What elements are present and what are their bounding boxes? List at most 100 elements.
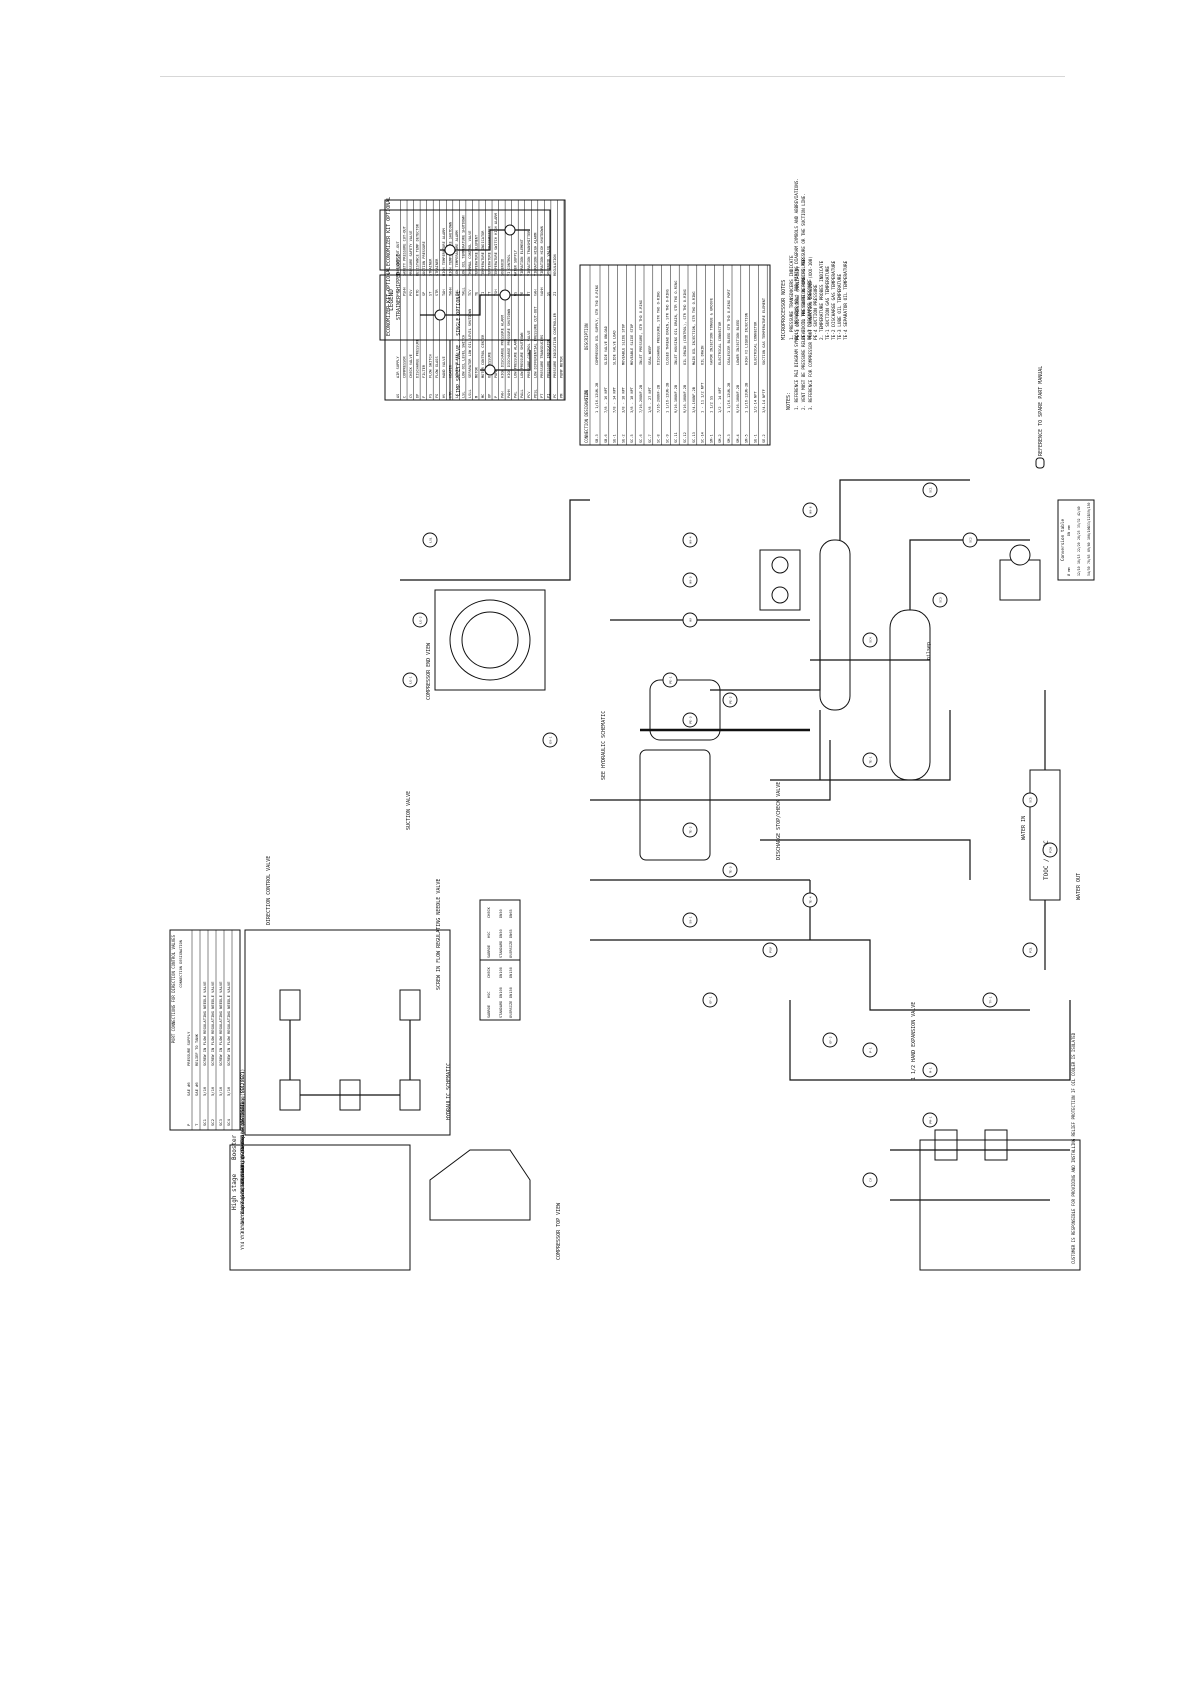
- valve-header: HSC: [487, 932, 491, 939]
- instrument-tag-label: PE-3: [689, 716, 693, 723]
- legend-desc: SUCTION PRESSURE: [422, 241, 426, 276]
- legend-code: ST: [429, 291, 433, 296]
- port-desc: SCREW IN FLOW REGULATING NEEDLE VALVE: [202, 981, 207, 1066]
- connection-id: SM-5: [745, 434, 749, 443]
- instrument-tag-label: SC4: [869, 637, 873, 643]
- connection-size: 1 1/16-12UN-2B: [727, 383, 731, 413]
- connection-size: 3/8 - 18 NPT: [630, 386, 634, 413]
- legend-code: MC: [481, 394, 485, 398]
- connection-size: 7/8 - 14 NPT: [613, 386, 617, 413]
- instrument-tag-circle: [802, 502, 818, 518]
- connection-size: 7/8 - 16 NPT: [604, 386, 608, 413]
- booster-line: YY4 : Vi decrease (SC4/SC3): [240, 1109, 246, 1184]
- legend-code: STR: [435, 289, 439, 296]
- legend-desc: PRESSURE INDICATOR: [546, 338, 550, 378]
- port-desc: RELIEF TO TANK: [194, 1033, 199, 1066]
- instrument-tag-circle: [722, 862, 738, 878]
- instrument-tag-label: OF-1: [709, 996, 713, 1003]
- legend-code: SP: [422, 292, 426, 296]
- legend-desc: VIBRATION HIGH SHUTDOWN: [540, 226, 544, 276]
- connection-size: 9/16-18UNF-2B: [736, 385, 740, 413]
- connection-desc: DISCHARGE PRESSURE, STR THD O-RING: [657, 291, 661, 365]
- instrument-tag-label: TE-3: [729, 866, 733, 873]
- conversion-cell: 89/80: [1087, 542, 1091, 552]
- port-size: SAE #6: [186, 1082, 191, 1096]
- instrument-tag-label: TE-4: [809, 896, 813, 903]
- instrument-tag-label: HV: [689, 618, 693, 622]
- connection-id: SC-8: [657, 434, 661, 443]
- liquid-injection-label: LIMP SAFETY VALVE - SINGLE OPTIONAL: [456, 291, 462, 396]
- see-hydraulic-label: SEE HYDRAULIC SCHEMATIC: [601, 711, 607, 780]
- micro-note-line: PE-4 SUCTION PRESSURE: [813, 284, 819, 340]
- connection-size: 9/16-18UNF-2B: [683, 385, 687, 413]
- connection-desc: ELECTRICAL CONNECTOR: [753, 321, 757, 365]
- legend-code: VT: [527, 291, 531, 296]
- legend-desc: LOW OIL LEVEL SWITCH: [461, 335, 465, 378]
- valve-cell: DN150: [509, 967, 513, 978]
- legend-desc: LOW PRESSURE SHUTDOWN: [520, 333, 524, 378]
- connection-header: DESCRIPTION: [584, 323, 589, 350]
- connection-desc: MOVEABLE SLIDE STOP: [621, 324, 625, 365]
- conversion-cell: 159/150: [1087, 502, 1091, 516]
- instrument-tag-circle: [662, 672, 678, 688]
- legend-desc: SOLENOID VALVE: [546, 246, 550, 276]
- spare-note-text: REFERENCE TO SPARE PART MANUAL: [1038, 366, 1044, 456]
- valve-header: CHECK: [487, 906, 491, 918]
- legend-desc: HAND VALVE: [442, 356, 446, 378]
- separator-label: oilsep: [926, 642, 932, 660]
- legend-code: TAH: [442, 290, 446, 297]
- legend-code: TSH: [494, 290, 498, 297]
- compressor-top-view-label: COMPRESSOR TOP VIEW: [556, 1202, 562, 1260]
- micro-note-line: PE-3 DISCHARGE PRESSURE: [807, 279, 813, 340]
- water-out-label: WATER OUT: [1076, 873, 1082, 900]
- legend-desc: TEMPERATURE INDICATOR: [481, 230, 485, 276]
- legend-code: PAH: [501, 392, 505, 399]
- valve-cell: STANDARD: [499, 1001, 503, 1018]
- valve-header: CHECK: [487, 966, 491, 978]
- connection-id: SB-3: [595, 434, 599, 443]
- instrument-tag-label: EV-1: [549, 736, 553, 743]
- instrument-tag-circle: [922, 1062, 938, 1078]
- connection-id: SE-2: [621, 434, 625, 443]
- connection-table: CONNECTION DESIGNATIONSIZEDESCRIPTIONSB-…: [579, 264, 771, 446]
- instrument-tag-circle: [682, 612, 698, 628]
- legend-desc: TEMPERATURE ELEMENT: [474, 234, 478, 276]
- screw-valve-label: SCREW IN FLOW REGULATING NEEDLE VALVE: [436, 879, 442, 990]
- instrument-tag-label: PSV: [769, 947, 773, 953]
- legend-code: TAL: [455, 290, 459, 297]
- legend-code: VE: [520, 292, 524, 296]
- connection-desc: SLIDE VALVE UNLOAD: [604, 326, 608, 365]
- legend-desc: FILTER: [422, 364, 426, 378]
- instrument-tag-circle: [722, 692, 738, 708]
- hydraulic-schematic: DIRECTION CONTROL VALVE SCREW IN FLOW RE…: [229, 856, 562, 1271]
- legend-code: OP: [488, 394, 492, 398]
- notes-block: NOTES: 1. REFERENCE P&I DIAGRAM SYMBOLS …: [786, 178, 813, 410]
- conversion-cell: 22/20: [1077, 542, 1081, 552]
- connection-size: 7/16-20UNF-2B: [657, 385, 661, 413]
- connection-desc: SEAL WEEP: [648, 346, 652, 365]
- instrument-tag-label: LSL: [429, 537, 433, 543]
- instrument-tag-circle: [862, 1172, 878, 1188]
- instrument-tag-circle: [702, 992, 718, 1008]
- connection-id: SC-5: [630, 434, 634, 443]
- legend-desc: HIGH DISCHARGE PRESSURE ALARM: [501, 314, 505, 378]
- connection-desc: SLIDE VALVE LOAD: [613, 330, 617, 365]
- legend-desc: VIBRATION ELEMENT: [520, 238, 524, 276]
- legend-code: CV: [409, 393, 413, 398]
- instrument-tag-circle: [802, 892, 818, 908]
- valve-header: SABROE: [487, 945, 491, 958]
- main-piping: oilsep TOOC / WOOC WATER IN WATER OUT: [400, 479, 1082, 1271]
- instrument-tag-label: SV-1: [689, 916, 693, 923]
- instrument-tag-label: PM-1: [929, 1116, 933, 1123]
- micro-notes: MICROPROCESSOR NOTES 1. PRESSURE TRANSDU…: [781, 255, 849, 340]
- economizer-kit-label-2: ECONOMIZER KIT OPTIONAL: [386, 267, 392, 336]
- legend-code: PAL: [514, 392, 518, 399]
- micro-note-line: 2. TEMPERATURE PROBES INDICATE: [819, 260, 825, 340]
- connection-header: CONNECTION DESIGNATION: [584, 389, 589, 443]
- connection-id: SC-11: [674, 432, 678, 443]
- instrument-tag-circle: [962, 532, 978, 548]
- legend-code: TCV: [468, 289, 472, 296]
- instrument-tag-label: TY-1: [989, 996, 993, 1003]
